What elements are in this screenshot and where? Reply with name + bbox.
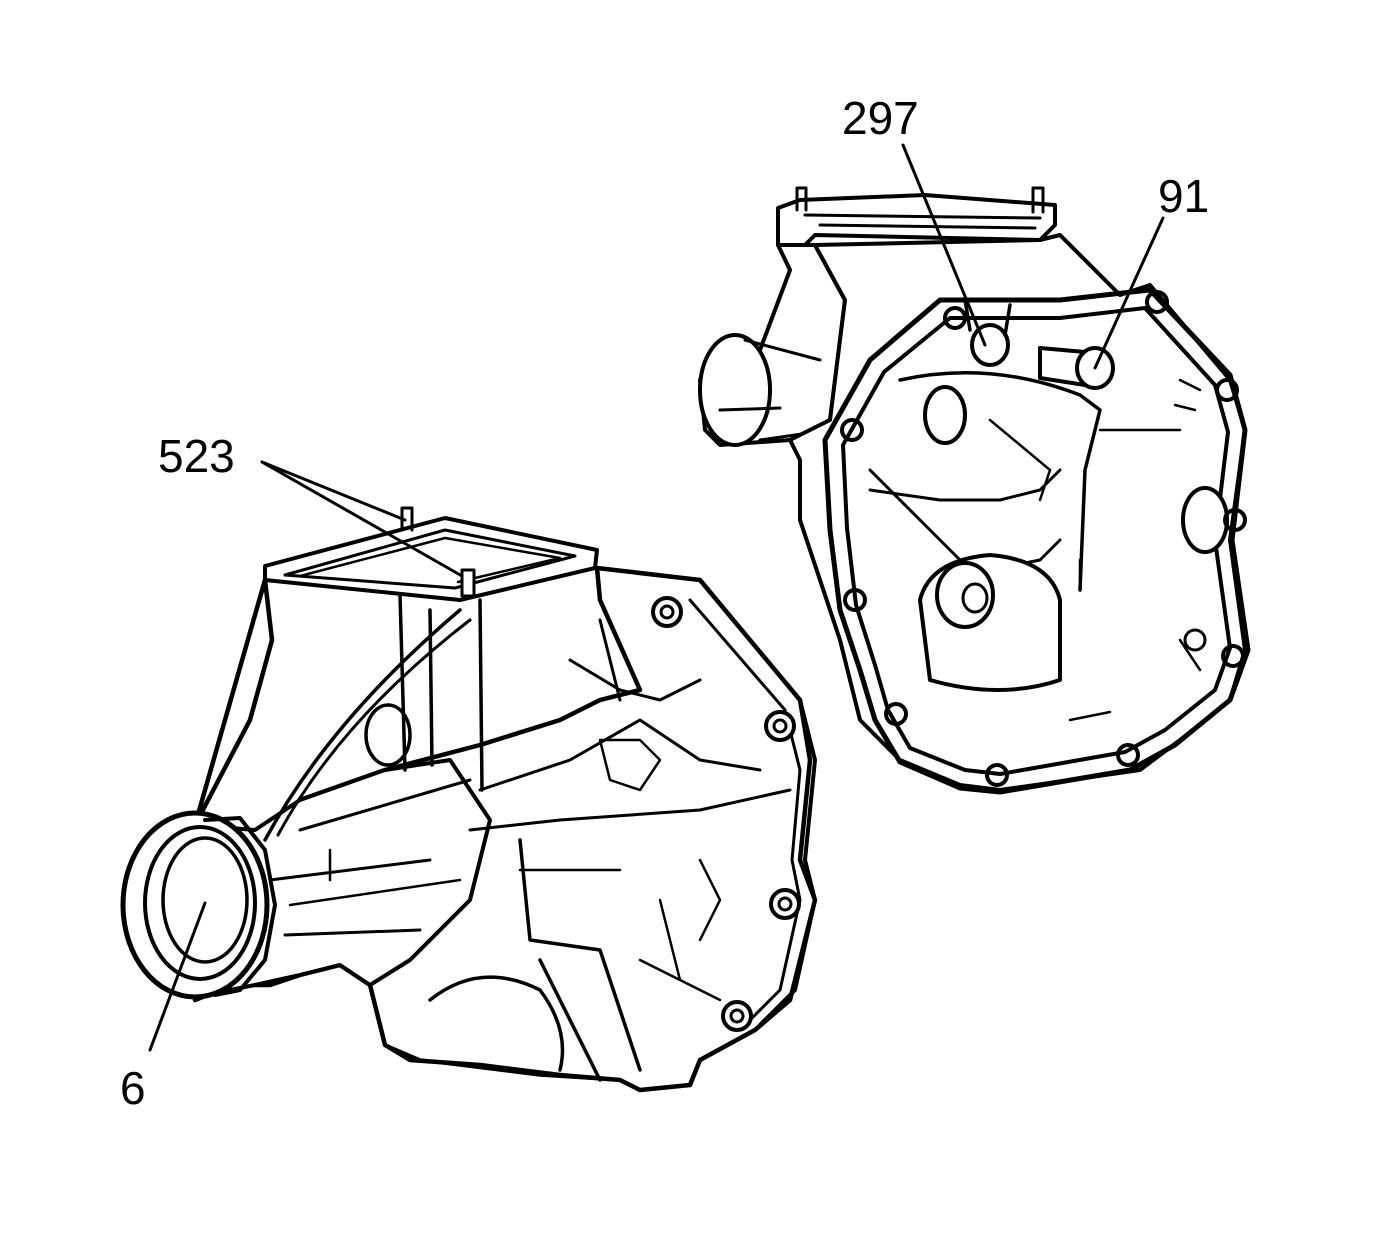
left-housing-neck [398, 593, 484, 792]
right-bolt-hole-7 [985, 763, 1009, 787]
right-axle-tube-end [698, 333, 772, 447]
right-bolt-hole-6 [1116, 743, 1140, 767]
left-axle-flange-inner [161, 836, 249, 964]
right-bolt-hole-2 [1145, 290, 1169, 314]
right-bolt-hole-8 [884, 702, 908, 726]
left-axle-flange-rim [203, 816, 277, 997]
right-bolt-hole-3 [1215, 378, 1239, 402]
left-bolt-hole-2 [772, 718, 788, 734]
left-housing-top-pad-inner-2 [298, 536, 562, 584]
left-differential-housing [120, 506, 818, 1093]
left-housing-web [468, 618, 792, 832]
right-housing-internal-1 [898, 370, 1102, 592]
left-housing-rib-1 [263, 608, 462, 842]
left-axle-tube-line-2 [288, 848, 462, 907]
leader-297 [901, 143, 987, 347]
left-bolt-boss-1 [651, 596, 683, 628]
left-bolt-boss-3 [769, 888, 801, 920]
left-stud-front [460, 568, 476, 598]
right-side-bore [923, 385, 967, 445]
right-pin-lock-bolt [970, 323, 1010, 367]
right-bolt-hole-9 [843, 588, 867, 612]
left-housing-lower [383, 838, 642, 1082]
right-side-bearing [1181, 486, 1229, 554]
right-housing-top-pad-inner [803, 213, 1042, 230]
left-housing-cover-edge [698, 578, 817, 1027]
right-bolt-hole-1 [943, 306, 967, 330]
right-carrier-bearing [918, 553, 1062, 692]
right-housing-details [988, 378, 1202, 722]
right-bolt-hole-5 [1221, 644, 1245, 668]
callout-297: 297 [842, 92, 919, 144]
left-bolt-hole-3 [777, 896, 793, 912]
right-differential-housing [698, 186, 1251, 795]
left-bolt-boss-4 [721, 1000, 753, 1032]
right-carrier-bore [935, 561, 995, 629]
right-stud-2 [1031, 186, 1045, 214]
left-bolt-boss-2 [764, 710, 796, 742]
left-housing-top-pad-inner [283, 528, 577, 590]
callout-leaders [148, 143, 1165, 1052]
left-bolt-hole-4 [729, 1008, 745, 1024]
left-bolt-hole-1 [659, 604, 675, 620]
right-carrier-shaft [961, 582, 989, 614]
left-axle-tube-line-1 [268, 778, 472, 937]
left-housing-cover-edge-2 [688, 598, 802, 1022]
left-housing-rib-2 [276, 618, 472, 837]
leader-523-a [260, 460, 407, 522]
right-pin-lock-bolt-neck [963, 298, 1012, 337]
left-housing-details [518, 738, 722, 1002]
right-bolt-hole-4 [1223, 508, 1247, 532]
callout-91: 91 [1158, 170, 1209, 222]
callout-labels: 523 6 297 91 [120, 92, 1209, 1114]
left-vent-boss [364, 703, 412, 767]
callout-523: 523 [158, 430, 235, 482]
right-stud-1 [795, 186, 808, 212]
right-bolt-hole-10 [840, 418, 864, 442]
leader-91 [1093, 216, 1165, 370]
right-cover-bolt-holes [840, 290, 1247, 787]
right-bolt-hole-11 [1183, 628, 1207, 652]
callout-6: 6 [120, 1062, 146, 1114]
leader-523-b [260, 460, 464, 578]
leader-6 [148, 901, 207, 1052]
